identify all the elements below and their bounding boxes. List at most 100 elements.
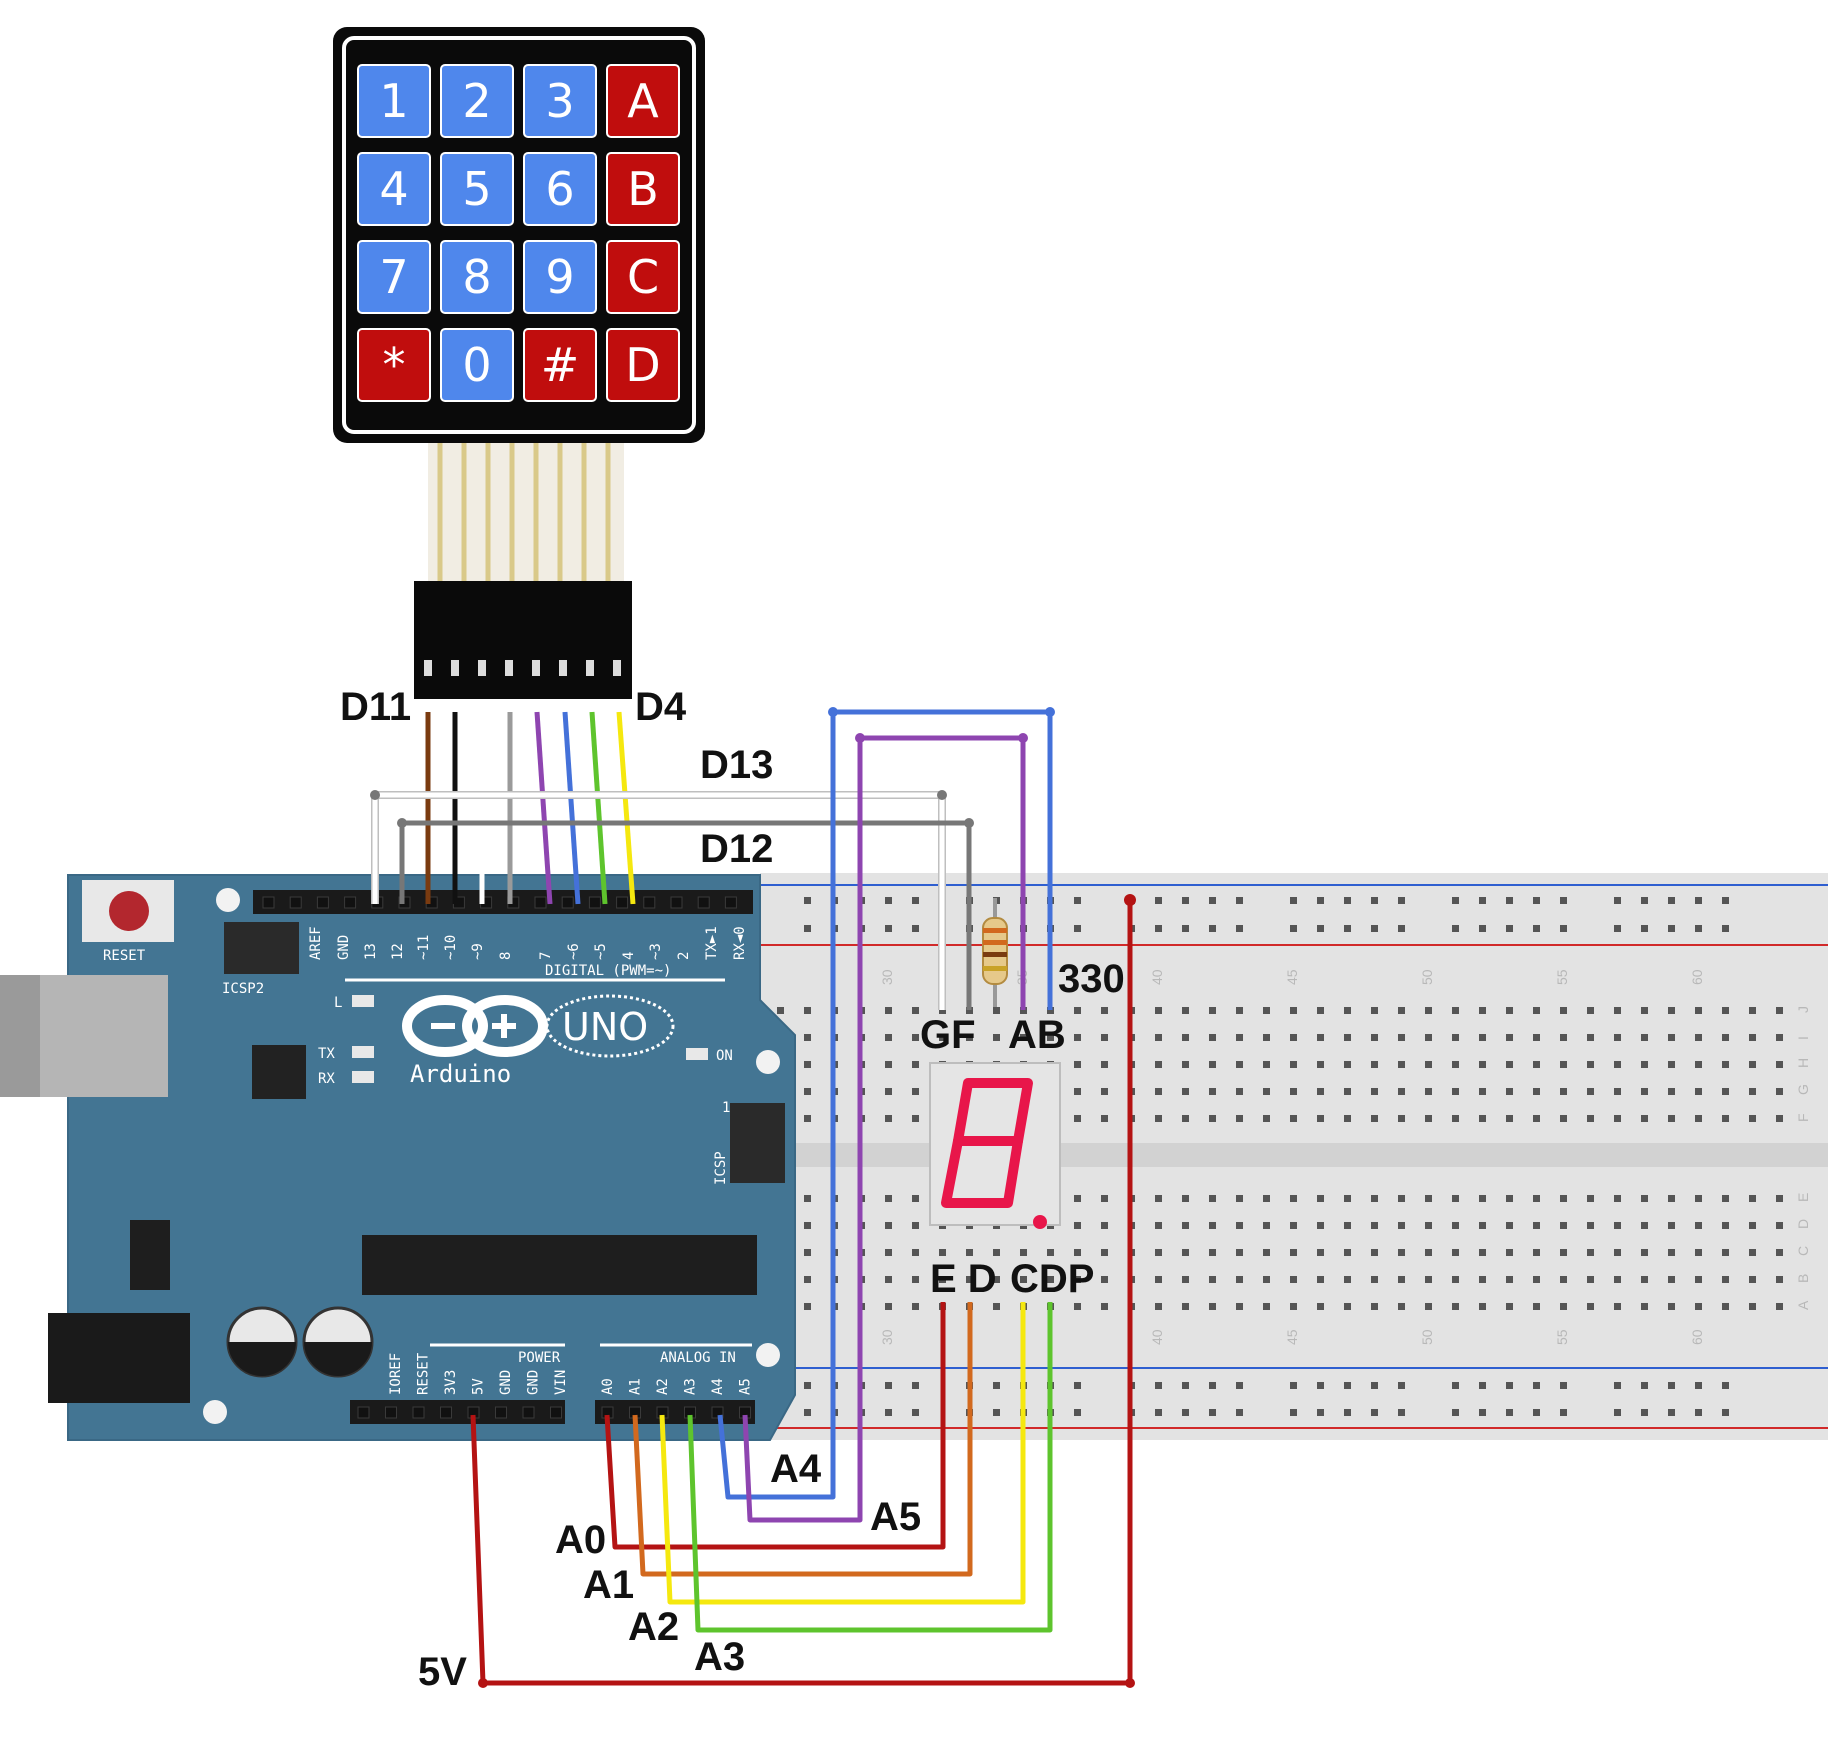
bb-hole [1560,1382,1567,1389]
keypad-key-face[interactable] [357,64,431,138]
label-a0: A0 [555,1518,606,1562]
bb-hole [1668,1007,1675,1014]
keypad-key[interactable]: B [606,152,680,226]
header-pin [412,1406,425,1419]
bb-hole [1452,897,1459,904]
bb-hole [1722,1249,1729,1256]
bb-hole [993,1276,1000,1283]
bb-hole [1722,1088,1729,1095]
keypad-key-face[interactable] [523,64,597,138]
keypad-key[interactable]: 3 [523,64,597,138]
col-num: 55 [1554,969,1570,985]
bb-hole [1209,1195,1216,1202]
keypad-key-face[interactable] [440,64,514,138]
row-letter: D [1795,1219,1811,1229]
bb-hole [1344,897,1351,904]
keypad-key-face[interactable] [523,240,597,314]
bb-hole [1182,1382,1189,1389]
capacitor-band [304,1342,372,1376]
bb-hole [1452,1249,1459,1256]
keypad-key-face[interactable] [606,240,680,314]
bb-hole [1317,1007,1324,1014]
bb-hole [1425,1249,1432,1256]
bb-hole [1047,1276,1054,1283]
keypad-key[interactable]: 2 [440,64,514,138]
keypad-key[interactable]: D [606,328,680,402]
keypad-key-face[interactable] [523,152,597,226]
connector-pins [424,660,621,676]
bb-hole [1452,925,1459,932]
bb-hole [1371,1303,1378,1310]
keypad-key[interactable]: 8 [440,240,514,314]
bb-hole [1101,1115,1108,1122]
keypad-key[interactable]: 4 [357,152,431,226]
reset-button-cap[interactable] [109,891,149,931]
bb-hole [1641,1276,1648,1283]
keypad-key-face[interactable] [440,152,514,226]
digital-pin-label: TX►1 [704,926,720,960]
bb-hole [1398,1382,1405,1389]
bb-hole [912,1222,919,1229]
bb-hole [1695,1115,1702,1122]
keypad-key-label: D [625,338,660,392]
keypad-key-label: 1 [379,74,408,128]
bb-hole [1101,1088,1108,1095]
bb-hole [1776,1061,1783,1068]
keypad-key-face[interactable] [440,240,514,314]
keypad-key[interactable]: 7 [357,240,431,314]
usb-chip [252,1045,306,1099]
bb-hole [1317,925,1324,932]
keypad-key-face[interactable] [440,328,514,402]
keypad-key[interactable]: C [606,240,680,314]
keypad-key-face[interactable] [357,152,431,226]
icsp-pin1-label: 1 [722,1100,730,1116]
keypad-key[interactable]: * [357,328,431,402]
bb-hole [1263,1195,1270,1202]
bb-hole [1290,925,1297,932]
keypad-key[interactable]: 0 [440,328,514,402]
keypad-key-face[interactable] [357,240,431,314]
bb-hole [1209,1034,1216,1041]
keypad-key-label: A [627,74,659,128]
bb-hole [1209,1007,1216,1014]
wire-a5 [742,735,1026,1523]
keypad-key-face[interactable] [357,328,431,402]
keypad-key-face[interactable] [606,152,680,226]
bb-hole [1641,1249,1648,1256]
keypad-key[interactable]: # [523,328,597,402]
bb-hole [1776,1222,1783,1229]
bb-hole [885,1034,892,1041]
keypad-key-face[interactable] [606,64,680,138]
keypad-key[interactable]: 1 [357,64,431,138]
bb-hole [1668,1034,1675,1041]
bb-hole [1425,1222,1432,1229]
bb-hole [1209,1409,1216,1416]
row-letter: A [1795,1300,1811,1310]
bb-hole [885,1409,892,1416]
digital-pin-label: 7 [538,952,554,960]
bb-hole [1425,1034,1432,1041]
keypad-key-face[interactable] [523,328,597,402]
bb-hole [1155,1061,1162,1068]
keypad-key[interactable]: 6 [523,152,597,226]
bb-hole [1371,1007,1378,1014]
digital-pin-label: AREF [308,926,324,960]
header-pin [643,896,656,909]
bb-hole [1371,925,1378,932]
bb-hole [1371,1195,1378,1202]
bb-hole [1371,1034,1378,1041]
bb-hole [804,1276,811,1283]
bb-hole [1749,1115,1756,1122]
bb-hole [912,1249,919,1256]
bb-hole [1182,1222,1189,1229]
keypad-key-face[interactable] [606,328,680,402]
keypad-key[interactable]: 9 [523,240,597,314]
bb-hole [1074,925,1081,932]
keypad-key[interactable]: 5 [440,152,514,226]
label-a5: A5 [870,1495,921,1539]
power-header-label: POWER [518,1350,561,1366]
bb-hole [1317,1115,1324,1122]
bb-hole [1236,1088,1243,1095]
keypad-key[interactable]: A [606,64,680,138]
bb-hole [1695,1409,1702,1416]
